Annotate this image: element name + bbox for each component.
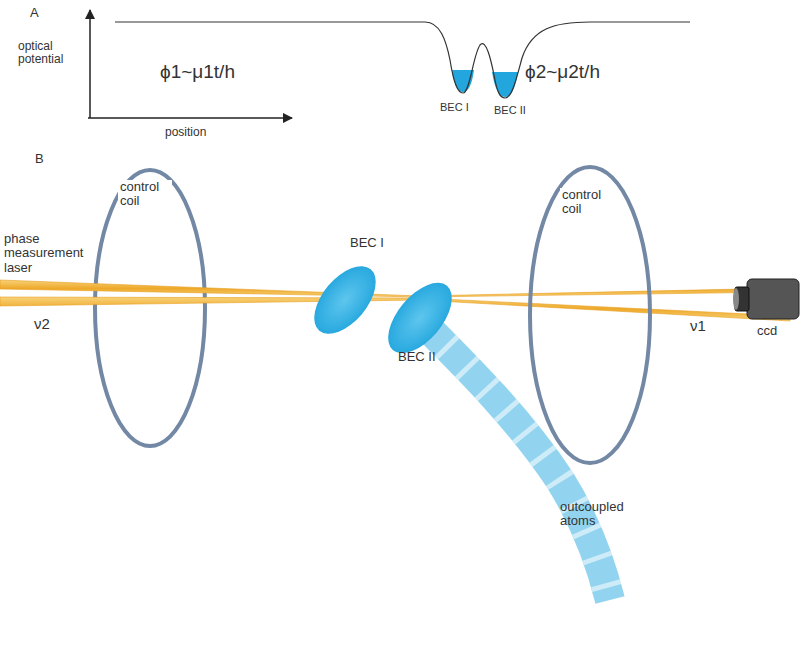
laser-beam [0,280,790,321]
axes [88,10,292,118]
phase-formula: ϕ1~μ1t/h [160,62,235,83]
panel-letter: A [30,6,39,20]
frequency-label: ν1 [690,318,706,335]
condensate-label: BEC II [494,104,526,116]
condensate-label: BEC I [440,101,469,113]
bec-cloud [376,272,464,365]
frequency-label: ν2 [34,316,50,333]
control-coil [530,167,650,463]
coil-label: control coil [118,180,172,209]
stream-label: outcoupled atoms [560,500,640,529]
bec-cloud [302,255,387,345]
control-coil [95,170,205,446]
laser-label: phase measurement laser [4,232,94,275]
axis-label: optical potential [18,40,80,66]
condensate-label: BEC II [398,350,436,364]
ccd-camera [733,279,799,319]
panel-letter: B [35,152,44,166]
phase-formula: ϕ2~μ2t/h [525,62,600,83]
condensate-label: BEC I [350,236,384,250]
potential-curve [115,22,690,98]
axis-label: position [165,126,206,139]
coil-label: control coil [560,188,614,217]
camera-label: ccd [757,324,777,338]
